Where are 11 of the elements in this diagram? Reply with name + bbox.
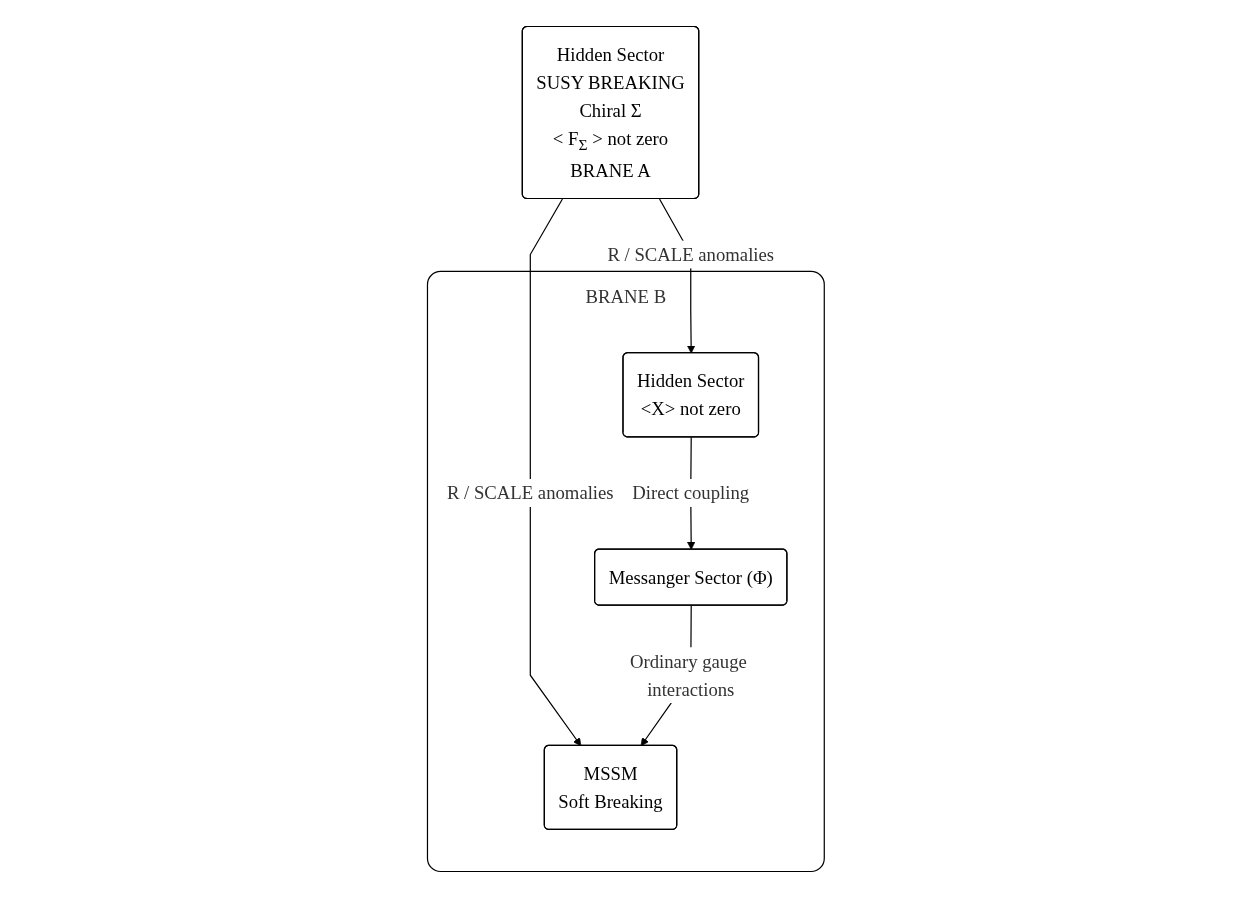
process-box: MSSM Soft Breaking xyxy=(543,744,678,831)
node-label: Hidden Sector xyxy=(556,44,665,65)
node-label: BRANE A xyxy=(570,160,651,181)
node-label: SUSY BREAKING xyxy=(536,72,685,93)
process-box: Hidden Sector <X> not zero xyxy=(622,352,760,438)
process-box: Messanger Sector (Φ) xyxy=(594,548,788,606)
edge-label: R / SCALE anomalies xyxy=(607,240,775,269)
node-label: Chiral Σ xyxy=(579,100,642,121)
group-title: BRANE B xyxy=(585,286,667,307)
process-box: Hidden Sector SUSY BREAKING Chiral Σ < F$_{Σ}$ > not zero BRANE A xyxy=(521,25,700,200)
node-label: < F$_{Σ}$ > not zero xyxy=(552,128,669,154)
